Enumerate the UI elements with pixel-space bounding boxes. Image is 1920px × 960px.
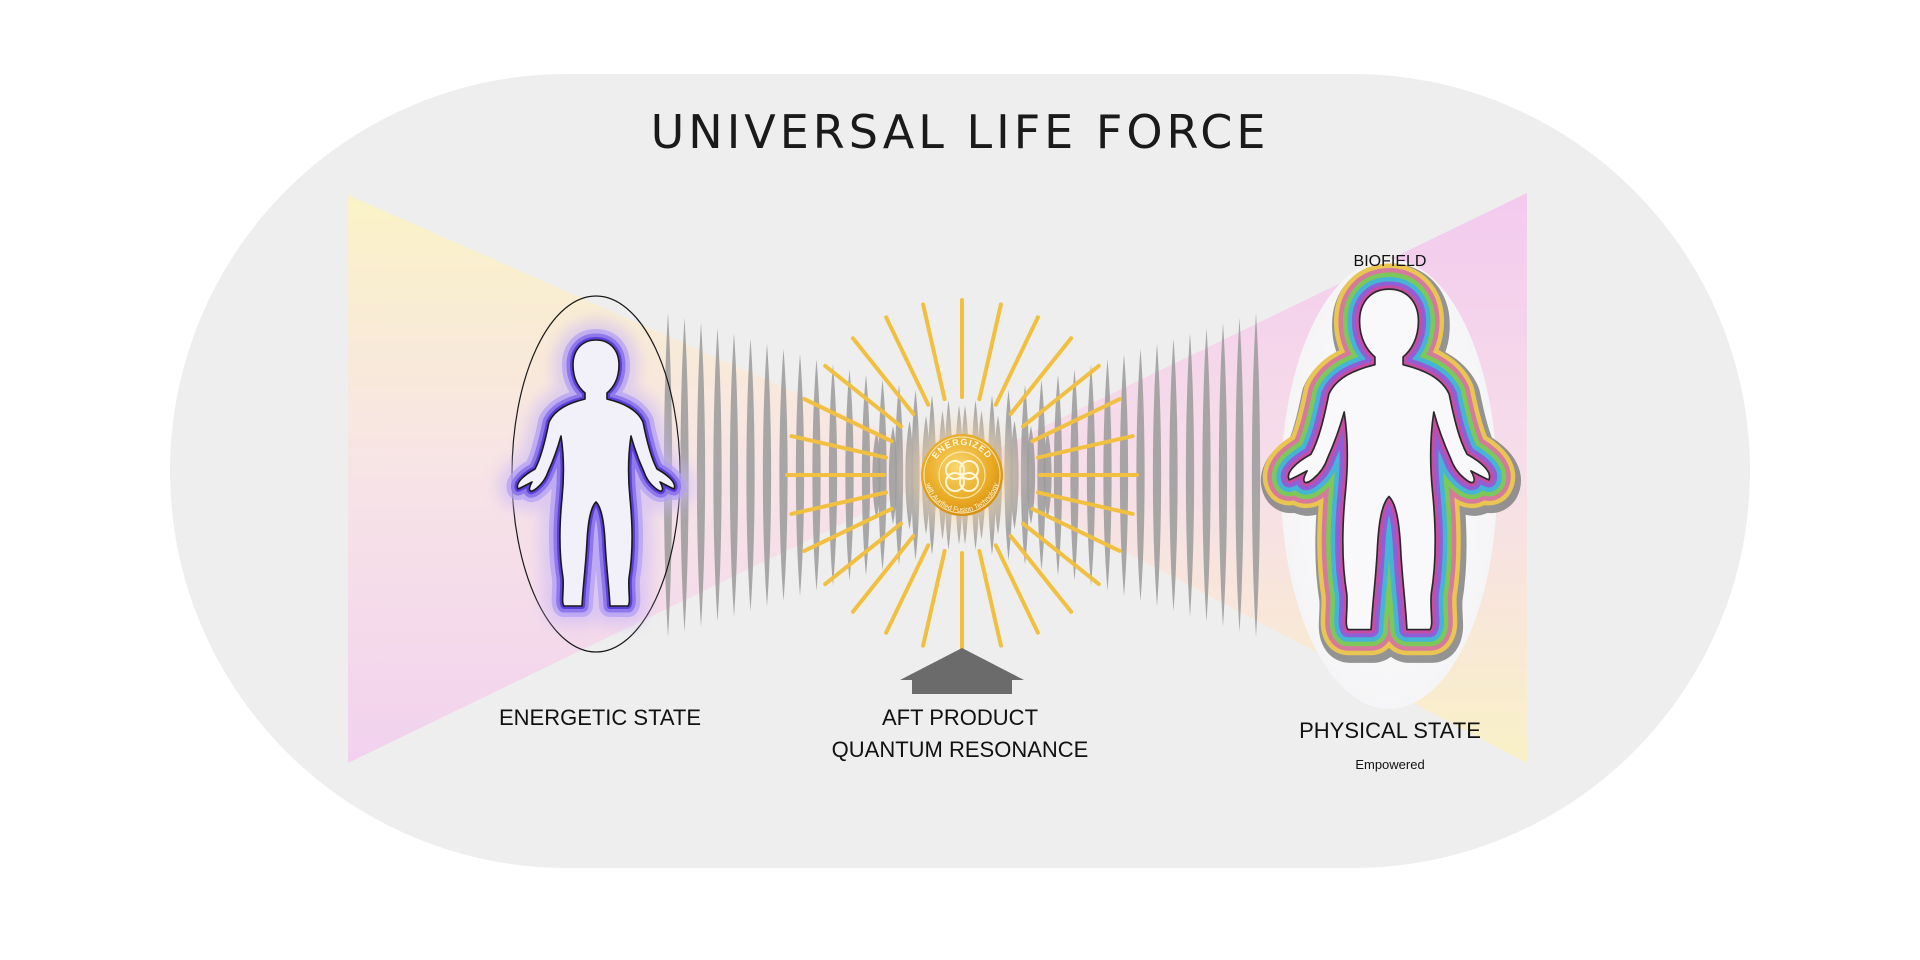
wave-line: [762, 343, 772, 607]
golden-rays: [785, 298, 1139, 652]
physical-state-label: PHYSICAL STATE: [1299, 718, 1481, 743]
physical-state-figure: [1281, 259, 1497, 709]
wave-line: [1218, 323, 1228, 627]
golden-ray: [884, 543, 931, 635]
golden-ray: [884, 315, 931, 407]
wave-line: [1235, 318, 1244, 632]
golden-ray: [1036, 434, 1135, 460]
empowered-label: Empowered: [1355, 757, 1425, 772]
golden-ray: [1030, 397, 1122, 444]
biofield-label: BIOFIELD: [1353, 253, 1427, 270]
wave-line: [729, 333, 739, 617]
golden-ray: [977, 549, 1003, 648]
golden-ray: [823, 521, 903, 587]
golden-ray: [1030, 506, 1122, 553]
wave-line: [1136, 348, 1145, 602]
golden-ray: [789, 490, 888, 516]
golden-ray: [1008, 336, 1074, 416]
golden-ray: [850, 336, 916, 416]
diagram-title: UNIVERSAL LIFE FORCE: [650, 105, 1270, 159]
wave-line: [1251, 313, 1261, 637]
golden-ray: [802, 397, 894, 444]
golden-ray: [921, 549, 947, 648]
golden-ray: [977, 302, 1003, 401]
golden-ray: [823, 363, 903, 429]
wave-line: [779, 348, 788, 602]
golden-ray: [1021, 521, 1101, 587]
energetic-state-label: ENERGETIC STATE: [498, 705, 702, 730]
golden-ray: [921, 302, 947, 401]
golden-ray: [993, 543, 1040, 635]
golden-ray: [1036, 490, 1135, 516]
wave-line: [713, 328, 722, 622]
wave-line: [1185, 333, 1195, 617]
golden-ray: [789, 434, 888, 460]
wave-line: [1169, 338, 1178, 612]
golden-ray: [802, 506, 894, 553]
wave-line: [1152, 343, 1162, 607]
golden-ray: [850, 534, 916, 614]
wave-line: [1202, 328, 1211, 622]
aft-product-label: AFT PRODUCT: [881, 705, 1039, 730]
quantum-resonance-label: QUANTUM RESONANCE: [831, 737, 1089, 762]
golden-ray: [1008, 534, 1074, 614]
golden-ray: [993, 315, 1040, 407]
wave-line: [696, 323, 706, 627]
golden-ray: [1021, 363, 1101, 429]
energetic-state-figure: [512, 295, 680, 653]
energized-seal-icon: ENERGIZED with Aurified Fusion Technolog…: [921, 434, 1003, 516]
wave-line: [746, 338, 755, 612]
up-arrow-icon: [900, 648, 1024, 694]
